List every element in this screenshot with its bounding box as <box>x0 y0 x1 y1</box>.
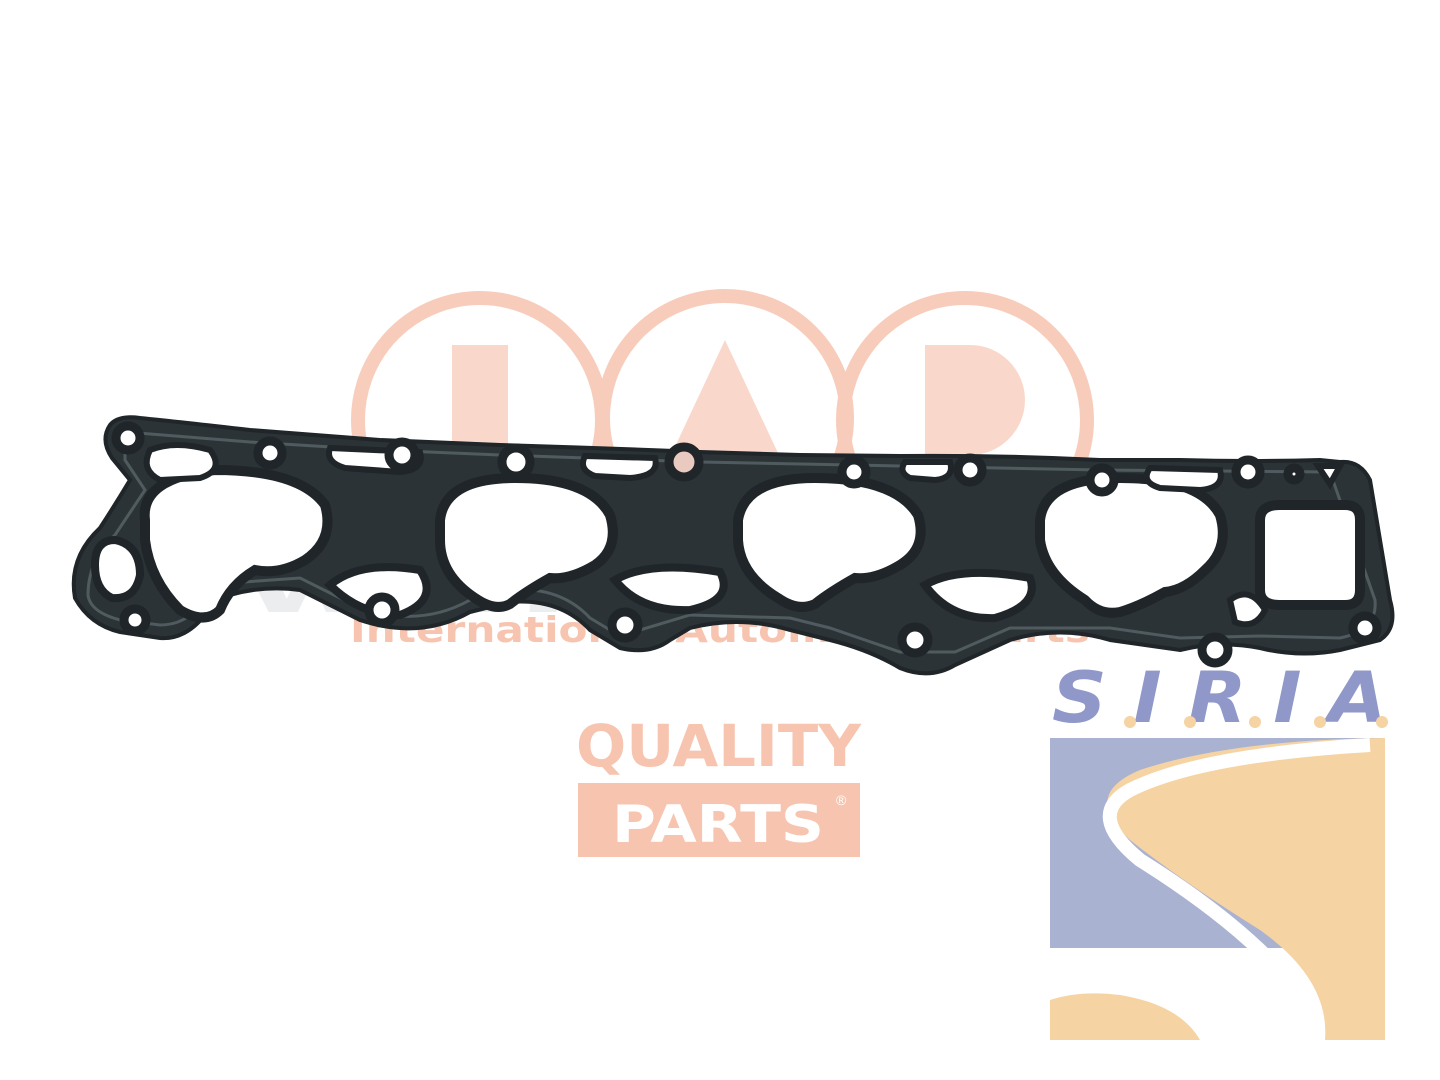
siria-logo-lower-left-road <box>1050 993 1200 1040</box>
badge-registered-mark: ® <box>836 792 847 808</box>
bolt-hole <box>1197 632 1233 668</box>
gasket-web-gap-2 <box>608 563 728 615</box>
gasket-port-4 <box>1035 472 1228 618</box>
intake-manifold-gasket-icon <box>71 415 1395 676</box>
siria-logo: S I R I A <box>1050 657 1388 1042</box>
badge-parts-text: PARTS <box>612 795 824 855</box>
gasket-port-5 <box>1255 500 1365 610</box>
logo-dot <box>1184 716 1196 728</box>
siria-logo-dots <box>1124 716 1388 728</box>
bolt-hole <box>1283 463 1305 485</box>
bolt-hole <box>253 436 287 470</box>
gasket-web-gap-7 <box>580 452 659 482</box>
badge-quality-text: QUALITY <box>576 712 862 780</box>
logo-dot <box>1314 716 1326 728</box>
gasket-web-gap-8 <box>899 459 954 484</box>
gasket-side-slot <box>90 535 145 603</box>
gasket-bolt-holes <box>111 421 1382 668</box>
gasket-web-gap-1 <box>324 563 431 620</box>
gasket-port-3 <box>733 472 926 612</box>
quality-parts-badge: QUALITY PARTS ® <box>576 712 862 857</box>
bolt-hole <box>897 622 933 658</box>
siria-logo-road <box>1107 738 1385 1040</box>
bolt-hole <box>119 604 151 636</box>
gasket-locator-notch <box>1312 463 1346 490</box>
siria-logo-text: S I R I A <box>1052 657 1387 739</box>
bolt-hole <box>953 453 987 487</box>
bolt-hole <box>1348 611 1382 645</box>
logo-dot <box>1249 716 1261 728</box>
bolt-hole <box>1231 455 1265 489</box>
siria-logo-road-stripe <box>1102 738 1371 1042</box>
bolt-hole <box>111 421 145 455</box>
bolt-hole <box>497 443 535 481</box>
gasket-web-gap-4 <box>1226 591 1269 628</box>
bolt-hole <box>384 437 420 473</box>
bolt-hole <box>837 455 871 489</box>
gasket-web-gap-9 <box>1143 464 1224 494</box>
gasket-web-gap-5 <box>143 442 219 484</box>
logo-dot <box>1124 716 1136 728</box>
bolt-hole <box>607 607 643 643</box>
bolt-hole <box>364 592 400 628</box>
logo-dot <box>1376 716 1388 728</box>
bolt-hole <box>664 442 704 482</box>
gasket-web-gap-3 <box>919 568 1036 623</box>
badge-parts-box <box>578 783 860 857</box>
bolt-hole <box>1085 463 1119 497</box>
